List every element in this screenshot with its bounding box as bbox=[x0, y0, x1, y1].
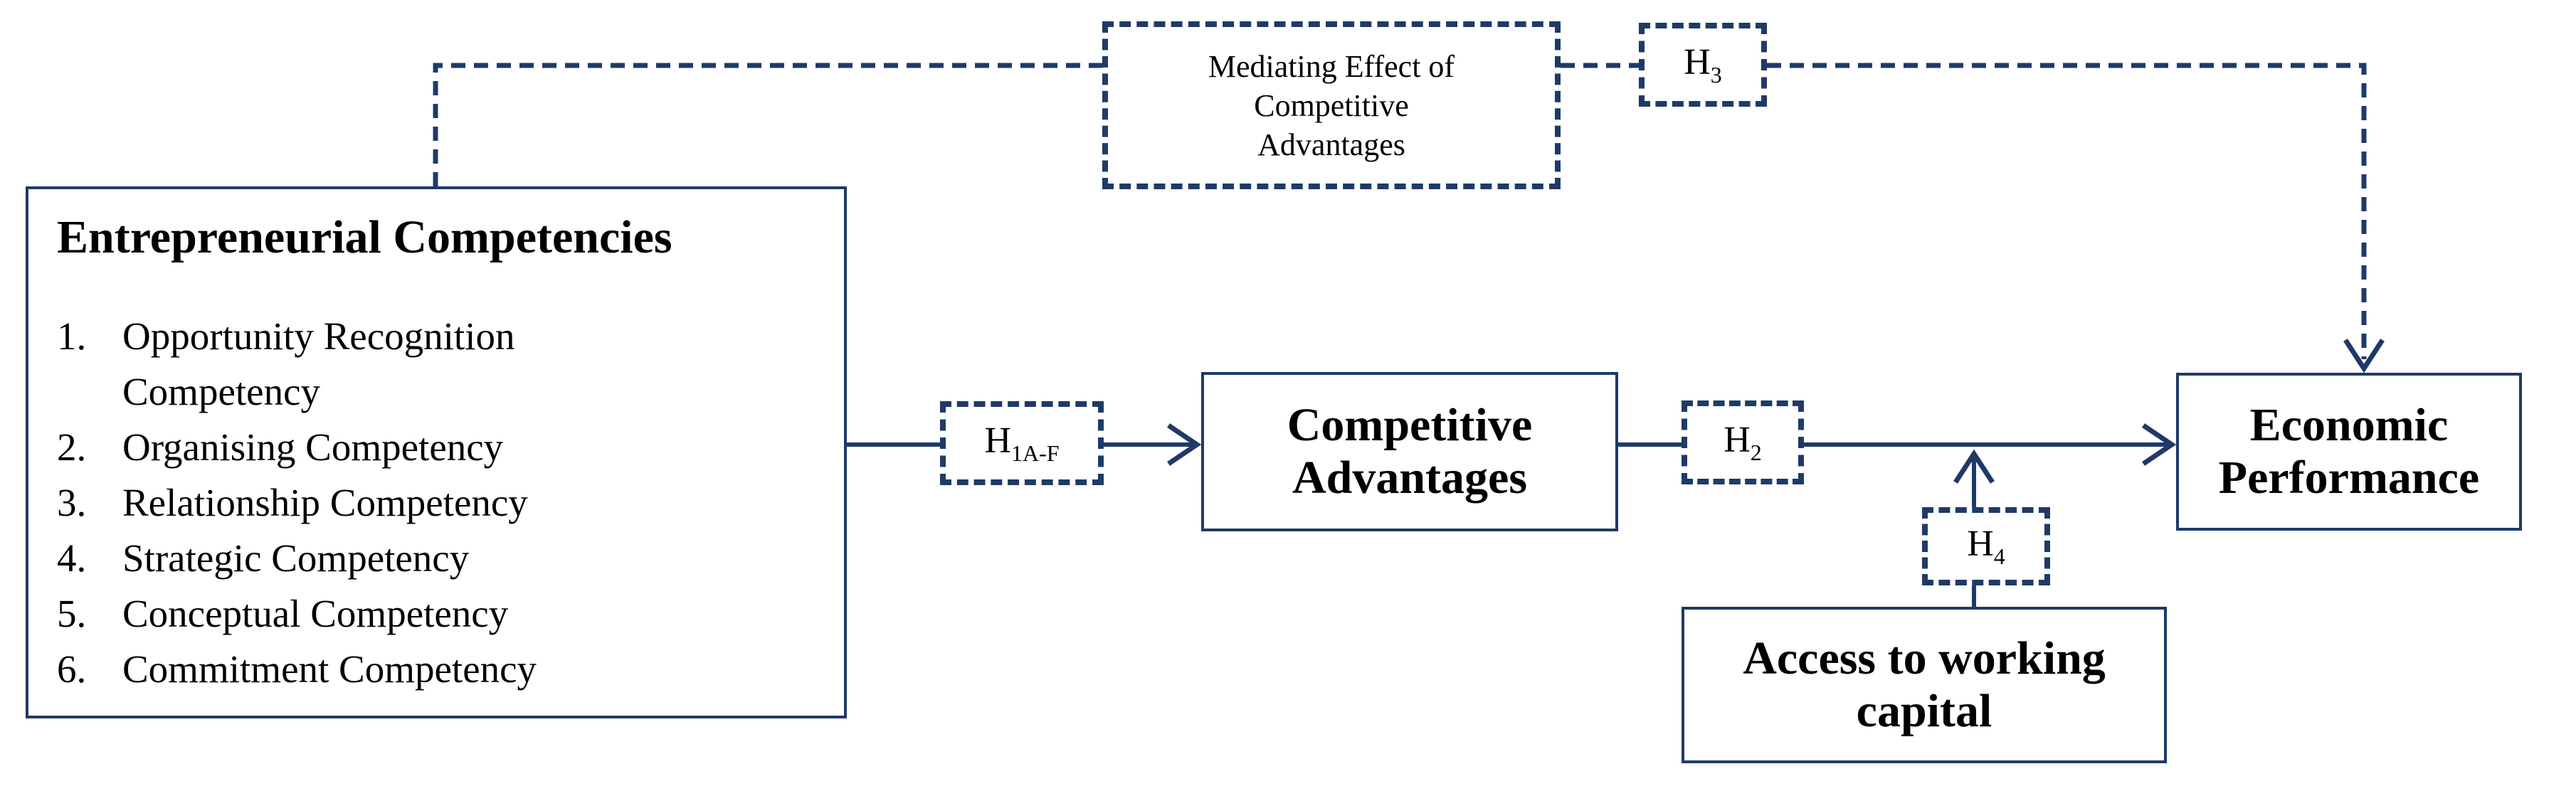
hypothesis-base: H bbox=[1967, 524, 1994, 564]
competency-label: Conceptual Competency bbox=[122, 592, 509, 635]
economic-performance-line-1: Economic bbox=[2249, 399, 2449, 452]
competitive-advantages-box: Competitive Advantages bbox=[1201, 372, 1618, 531]
competency-label: Organising Competency bbox=[122, 425, 504, 469]
hypothesis-h4-label: H4 bbox=[1922, 507, 2050, 585]
arrowhead-ec-to-ca bbox=[1167, 423, 1202, 466]
hypothesis-h3-text: H3 bbox=[1684, 41, 1722, 88]
hypothesis-h4-text: H4 bbox=[1967, 523, 2005, 570]
competitive-advantages-line-2: Advantages bbox=[1292, 452, 1528, 504]
competency-label: Strategic Competency bbox=[122, 536, 470, 580]
competency-item: 3. Relationship Competency bbox=[57, 475, 844, 531]
access-to-working-capital-line-2: capital bbox=[1856, 685, 1992, 737]
competency-number: 2. bbox=[57, 425, 87, 469]
arrowhead-ca-to-ep bbox=[2142, 423, 2177, 466]
mediating-effect-line-1: Mediating Effect of bbox=[1208, 48, 1455, 84]
competency-label-line: Opportunity Recognition bbox=[122, 314, 515, 358]
hypothesis-subscript: 4 bbox=[1993, 543, 2005, 569]
competency-number: 5. bbox=[57, 592, 87, 635]
arrowhead-mediation bbox=[2343, 339, 2385, 373]
competency-number: 6. bbox=[57, 647, 87, 691]
access-to-working-capital-box: Access to working capital bbox=[1682, 607, 2167, 763]
competency-item: 6. Commitment Competency bbox=[57, 642, 844, 697]
arrow-mediation-path bbox=[433, 63, 2367, 359]
entrepreneurial-competencies-box: Entrepreneurial Competencies 1. Opportun… bbox=[26, 186, 847, 718]
competency-label: Opportunity Recognition Competency bbox=[122, 309, 514, 420]
hypothesis-h2-text: H2 bbox=[1724, 419, 1762, 466]
mediating-effect-line-2: Competitive bbox=[1254, 87, 1409, 123]
hypothesis-h1-text: H1A-F bbox=[984, 420, 1059, 467]
mediating-effect-line-3: Advantages bbox=[1257, 127, 1405, 162]
competency-number: 4. bbox=[57, 536, 87, 580]
competency-label-line: Competency bbox=[122, 370, 320, 413]
competency-item: 4. Strategic Competency bbox=[57, 531, 844, 586]
hypothesis-subscript: 3 bbox=[1710, 62, 1722, 87]
competency-item: 5. Conceptual Competency bbox=[57, 586, 844, 642]
hypothesis-h1-label: H1A-F bbox=[940, 401, 1104, 485]
economic-performance-box: Economic Performance bbox=[2176, 373, 2522, 531]
arrowhead-awc-to-path bbox=[1953, 449, 1995, 484]
competency-list: 1. Opportunity Recognition Competency 2.… bbox=[57, 309, 844, 697]
competency-label: Commitment Competency bbox=[122, 647, 537, 691]
competency-item: 2. Organising Competency bbox=[57, 420, 844, 475]
mediating-effect-box: Mediating Effect of Competitive Advantag… bbox=[1102, 21, 1561, 189]
hypothesis-h2-label: H2 bbox=[1682, 400, 1804, 484]
hypothesis-subscript: 2 bbox=[1750, 440, 1762, 465]
hypothesis-base: H bbox=[1684, 42, 1711, 83]
access-to-working-capital-line-1: Access to working bbox=[1743, 632, 2106, 685]
economic-performance-line-2: Performance bbox=[2218, 452, 2480, 504]
competency-item: 1. Opportunity Recognition Competency bbox=[57, 309, 844, 420]
hypothesis-base: H bbox=[984, 420, 1011, 461]
entrepreneurial-competencies-title: Entrepreneurial Competencies bbox=[57, 211, 672, 263]
competency-number: 1. bbox=[57, 314, 87, 358]
competency-number: 3. bbox=[57, 481, 87, 524]
hypothesis-base: H bbox=[1724, 420, 1751, 460]
competency-label: Relationship Competency bbox=[122, 481, 528, 524]
hypothesis-h3-label: H3 bbox=[1639, 23, 1767, 107]
competitive-advantages-line-1: Competitive bbox=[1287, 399, 1533, 452]
hypothesis-subscript: 1A-F bbox=[1011, 440, 1060, 466]
